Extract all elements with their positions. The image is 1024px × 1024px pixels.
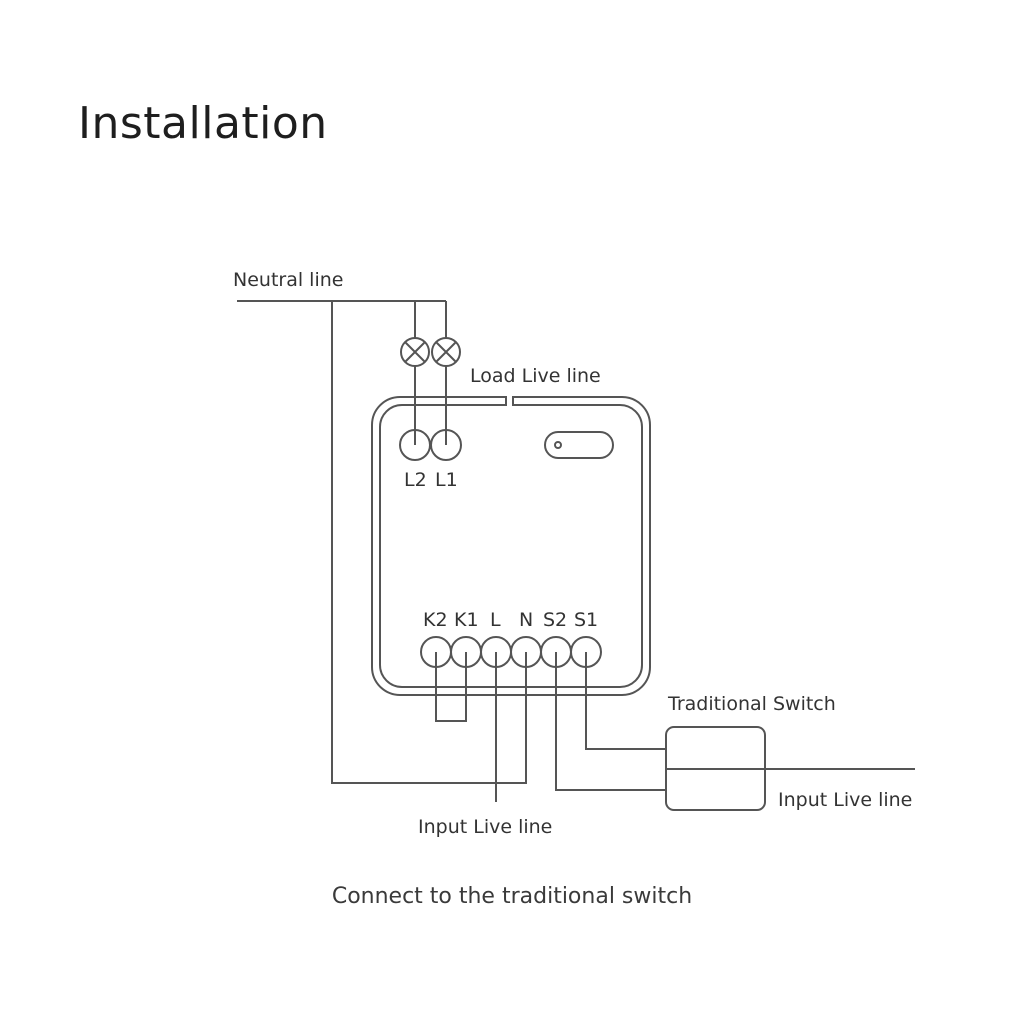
k2-k1-jumper-wire: [435, 652, 467, 722]
device-notch: [505, 397, 514, 405]
terminal-label-k2: K2: [423, 609, 448, 631]
page-title: Installation: [78, 98, 328, 149]
terminal-label-s1: S1: [574, 609, 598, 631]
s2-to-switch-wire: [555, 652, 666, 791]
terminal-label-l: L: [490, 609, 501, 631]
terminal-label-k1: K1: [454, 609, 479, 631]
terminal-label-l2: L2: [404, 469, 427, 491]
terminal-label-n: N: [519, 609, 533, 631]
terminal-label-s2: S2: [543, 609, 567, 631]
s1-to-switch-wire: [585, 652, 666, 750]
bulb-icon: [431, 337, 461, 367]
traditional-switch-label: Traditional Switch: [667, 693, 836, 715]
device-led-icon: [554, 441, 562, 449]
bulb-icon: [400, 337, 430, 367]
neutral-line-label: Neutral line: [233, 269, 343, 291]
neutral-to-N-wire: [331, 301, 527, 784]
diagram-caption: Connect to the traditional switch: [331, 884, 693, 909]
input-live-line-bottom-label: Input Live line: [418, 816, 552, 838]
load-live-line-label: Load Live line: [470, 365, 601, 387]
device-button: [544, 431, 614, 459]
terminal-label-l1: L1: [435, 469, 458, 491]
input-live-line-right-label: Input Live line: [778, 789, 912, 811]
notch-gap: [507, 395, 512, 406]
